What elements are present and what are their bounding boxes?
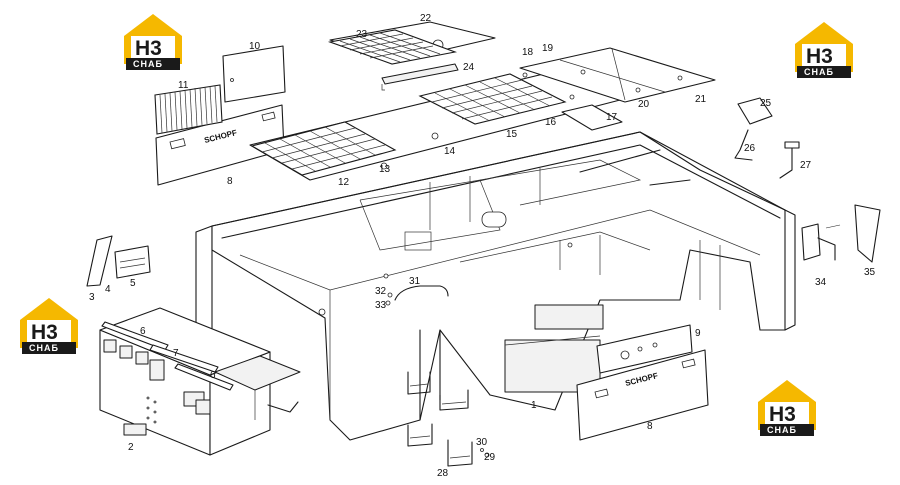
callout-34: 34 bbox=[815, 277, 827, 288]
front-end-box bbox=[99, 307, 301, 456]
callout-2: 2 bbox=[128, 442, 134, 453]
callout-28: 28 bbox=[437, 468, 449, 479]
bracket-4-5 bbox=[114, 245, 151, 279]
mirror-25 bbox=[737, 97, 773, 125]
callout-labels: 1 2 3 4 5 6 6 7 8 8 9 10 11 12 13 14 15 … bbox=[89, 13, 876, 479]
callout-14: 14 bbox=[444, 146, 456, 157]
callout-6b: 6 bbox=[210, 370, 216, 381]
logo-mark: H3 bbox=[31, 321, 58, 344]
callout-10: 10 bbox=[249, 41, 261, 52]
callout-29: 29 bbox=[484, 452, 496, 463]
bracket-27 bbox=[779, 141, 800, 179]
mirror-3 bbox=[86, 235, 113, 287]
callout-33: 33 bbox=[375, 300, 387, 311]
cover-35 bbox=[854, 204, 881, 263]
logo-word: СНАБ bbox=[804, 67, 834, 77]
control-plate bbox=[596, 324, 693, 374]
access-door bbox=[222, 45, 286, 103]
callout-20: 20 bbox=[638, 99, 650, 110]
callout-31: 31 bbox=[409, 276, 421, 287]
front-cover-lower: SCHOPF bbox=[576, 349, 709, 441]
grille-panel bbox=[154, 84, 223, 135]
callout-21: 21 bbox=[695, 94, 707, 105]
logo-mark: H3 bbox=[135, 37, 162, 60]
callout-8b: 8 bbox=[647, 421, 653, 432]
callout-22: 22 bbox=[420, 13, 432, 24]
step-34 bbox=[801, 223, 841, 261]
rear-side-panel-upper: SCHOPF bbox=[155, 104, 285, 186]
trim-strips bbox=[101, 321, 234, 391]
callout-17: 17 bbox=[606, 112, 618, 123]
callout-16: 16 bbox=[545, 117, 557, 128]
callout-6a: 6 bbox=[140, 326, 146, 337]
logo-mark: H3 bbox=[806, 45, 833, 68]
callout-3: 3 bbox=[89, 292, 95, 303]
logo-word: СНАБ bbox=[133, 59, 163, 69]
callout-24: 24 bbox=[463, 62, 475, 73]
callout-26: 26 bbox=[744, 143, 756, 154]
callout-9: 9 bbox=[695, 328, 701, 339]
callout-23: 23 bbox=[356, 29, 368, 40]
callout-4: 4 bbox=[105, 284, 111, 295]
logo-top-right: H3 СНАБ bbox=[795, 22, 853, 78]
logo-mid-left: H3 СНАБ bbox=[20, 298, 78, 354]
logo-mark: H3 bbox=[769, 403, 796, 426]
callout-11: 11 bbox=[178, 80, 189, 91]
callout-19: 19 bbox=[542, 43, 554, 54]
callout-8a: 8 bbox=[227, 176, 233, 187]
callout-5: 5 bbox=[130, 278, 136, 289]
callout-1: 1 bbox=[531, 400, 537, 411]
bracket-26 bbox=[734, 129, 753, 161]
callout-7: 7 bbox=[173, 348, 179, 359]
callout-25: 25 bbox=[760, 98, 772, 109]
callout-27: 27 bbox=[800, 160, 812, 171]
steps bbox=[407, 371, 490, 467]
callout-18: 18 bbox=[522, 47, 534, 58]
logo-word: СНАБ bbox=[767, 425, 797, 435]
logo-bottom-right: H3 СНАБ bbox=[758, 380, 816, 436]
callout-13: 13 bbox=[379, 164, 391, 175]
logo-top-left: H3 СНАБ bbox=[124, 14, 182, 70]
callout-35: 35 bbox=[864, 267, 876, 278]
callout-15: 15 bbox=[506, 129, 518, 140]
chassis-frame bbox=[195, 131, 796, 441]
logo-word: СНАБ bbox=[29, 343, 59, 353]
callout-30: 30 bbox=[476, 437, 488, 448]
callout-12: 12 bbox=[338, 177, 350, 188]
top-deck bbox=[249, 21, 716, 181]
callout-32: 32 bbox=[375, 286, 387, 297]
